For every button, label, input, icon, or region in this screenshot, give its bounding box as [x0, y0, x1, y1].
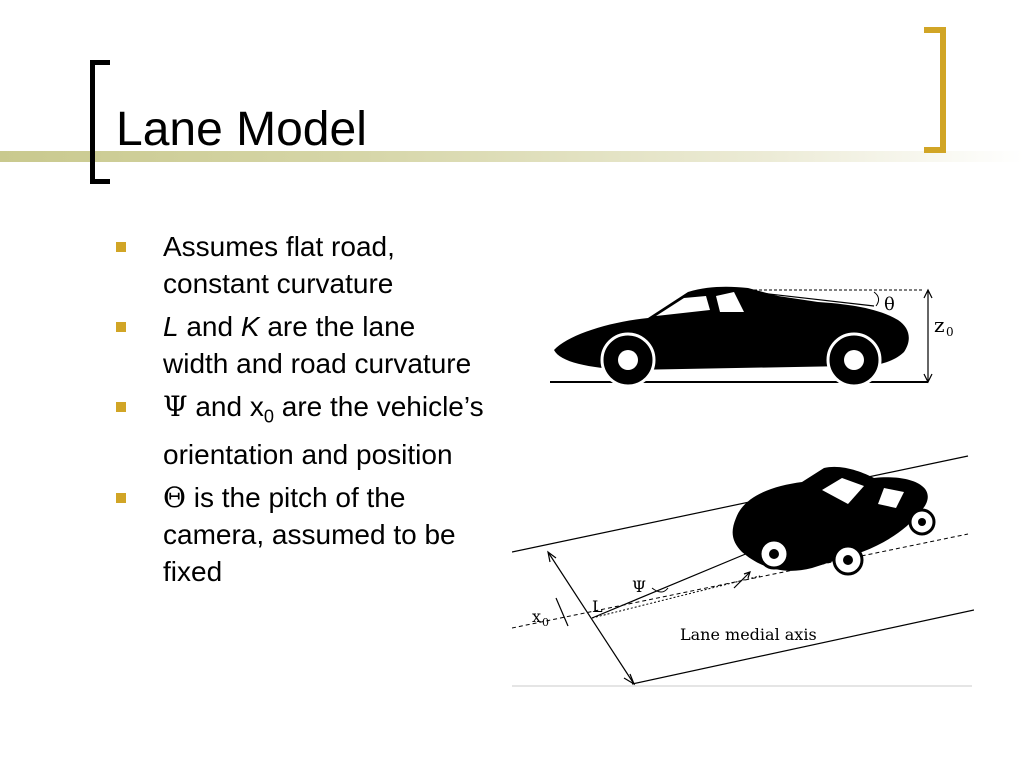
bullet-list: Assumes flat road, constant curvature L …: [116, 228, 486, 596]
title-left-bracket: [90, 60, 110, 184]
bullet-text: Assumes flat road, constant curvature: [163, 231, 395, 299]
lane-width-label: L: [592, 597, 603, 616]
symbol-theta: Θ: [163, 480, 186, 514]
title-right-bracket: [924, 27, 946, 153]
side-view-car-figure: θ z 0: [550, 286, 954, 388]
height-subscript: 0: [946, 325, 954, 339]
bullet-text: is the pitch of the camera, assumed to b…: [163, 481, 456, 587]
slide-title: Lane Model: [116, 103, 367, 156]
offset-label: x: [532, 607, 541, 626]
bullet-item: Θ is the pitch of the camera, assumed to…: [116, 479, 486, 590]
bullet-text: and x: [187, 391, 264, 422]
symbol-l: L: [163, 311, 179, 342]
square-bullet-icon: [116, 402, 126, 412]
bullet-item: L and K are the lane width and road curv…: [116, 308, 486, 382]
title-band: [0, 151, 1024, 162]
theta-label: θ: [884, 294, 895, 315]
psi-label: Ψ: [632, 577, 646, 596]
bullet-item: Assumes flat road, constant curvature: [116, 228, 486, 302]
offset-subscript: 0: [542, 616, 549, 629]
square-bullet-icon: [116, 492, 126, 503]
bullet-text: are the lane width and road curvature: [163, 311, 472, 379]
square-bullet-icon: [116, 242, 126, 252]
lane-geometry-figure: Ψ x 0 L Lane medial axis: [512, 455, 974, 687]
symbol-psi: Ψ: [163, 390, 188, 423]
height-label: z: [934, 313, 945, 337]
bullet-item: Ψ and x0 are the vehicle’s orientation a…: [116, 388, 486, 473]
symbol-k: K: [240, 311, 260, 342]
square-bullet-icon: [116, 322, 126, 332]
subscript: 0: [263, 406, 274, 427]
bullet-text: are the vehicle’s orientation and positi…: [163, 391, 484, 470]
lane-axis-label: Lane medial axis: [680, 625, 817, 644]
bullet-text: and: [178, 311, 241, 342]
